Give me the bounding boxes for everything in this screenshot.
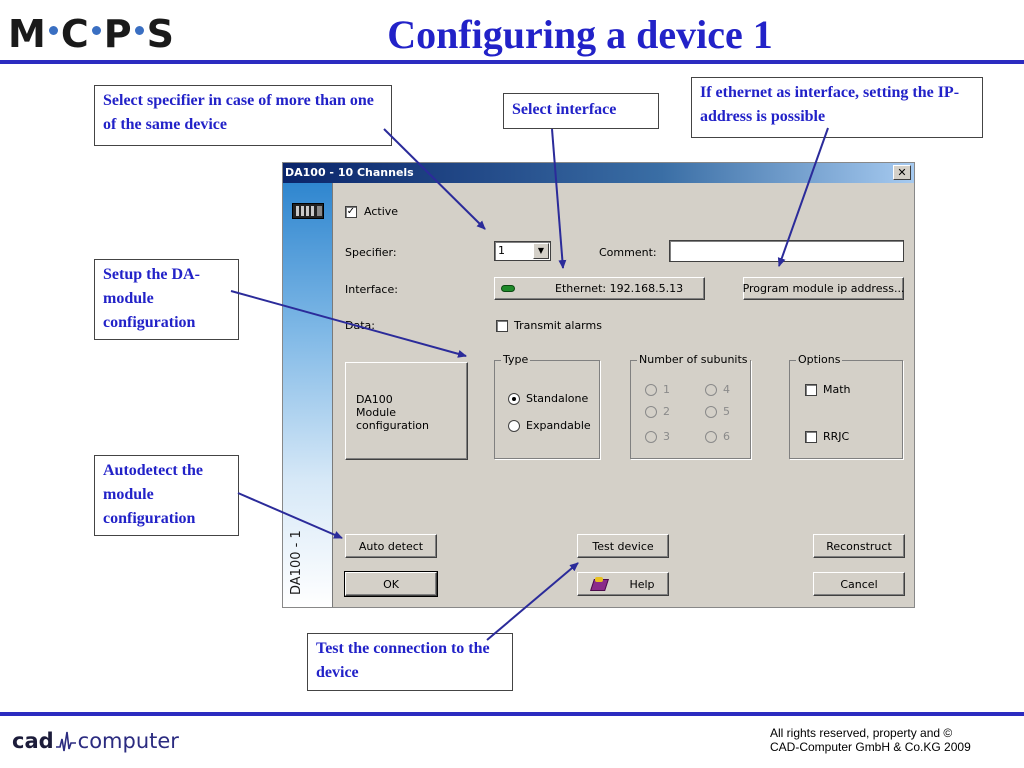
test-device-button[interactable]: Test device xyxy=(577,534,669,558)
callout-interface: Select interface xyxy=(503,93,659,129)
help-button[interactable]: Help xyxy=(577,572,669,596)
close-icon[interactable]: ✕ xyxy=(893,165,911,180)
dialog-title: DA100 - 10 Channels xyxy=(285,166,414,179)
expandable-radio[interactable] xyxy=(508,420,520,432)
mcps-logo: M C P S xyxy=(8,14,174,54)
subunits-group: Number of subunits xyxy=(630,353,751,459)
footer-rule xyxy=(0,712,1024,716)
logo-letter-m: M xyxy=(8,12,46,56)
subunits-radio-4[interactable] xyxy=(705,384,717,396)
specifier-value: 1 xyxy=(498,244,505,257)
active-checkbox[interactable]: ✓ xyxy=(345,206,357,218)
rrjc-checkbox[interactable] xyxy=(805,431,817,443)
ethernet-status-icon xyxy=(501,285,515,292)
type-group: Type xyxy=(494,353,600,459)
device-side-label: DA100 - 1 xyxy=(289,530,304,595)
callout-test: Test the connection to the device xyxy=(307,633,513,691)
subunits-label-6: 6 xyxy=(723,430,730,443)
slide-title: Configuring a device 1 xyxy=(387,12,773,57)
logo-dot xyxy=(48,25,58,35)
module-configuration-button[interactable]: DA100 Module configuration xyxy=(345,362,468,460)
cad-logo-text: computer xyxy=(77,729,179,753)
callout-ethernet: If ethernet as interface, setting the IP… xyxy=(691,77,983,138)
help-book-icon xyxy=(591,577,607,591)
subunits-radio-1[interactable] xyxy=(645,384,657,396)
module-config-line1: DA100 xyxy=(356,393,393,406)
interface-label: Interface: xyxy=(345,283,398,296)
dialog-sidebar: DA100 - 1 xyxy=(283,183,333,607)
auto-detect-button[interactable]: Auto detect xyxy=(345,534,437,558)
subunits-label-4: 4 xyxy=(723,383,730,396)
rrjc-label: RRJC xyxy=(823,430,850,443)
math-checkbox[interactable] xyxy=(805,384,817,396)
copyright-notice: All rights reserved, property and © CAD-… xyxy=(770,726,1020,754)
subunits-radio-3[interactable] xyxy=(645,431,657,443)
ok-button[interactable]: OK xyxy=(344,571,438,597)
copyright-line2: CAD-Computer GmbH & Co.KG 2009 xyxy=(770,740,971,754)
interface-button-label: Ethernet: 192.168.5.13 xyxy=(555,282,684,295)
subunits-label-5: 5 xyxy=(723,405,730,418)
logo-letter-c: C xyxy=(60,12,89,56)
specifier-label: Specifier: xyxy=(345,246,397,259)
transmit-alarms-label: Transmit alarms xyxy=(514,319,602,332)
data-label: Data: xyxy=(345,319,375,332)
chevron-down-icon[interactable]: ▼ xyxy=(533,243,549,259)
subunits-radio-2[interactable] xyxy=(645,406,657,418)
standalone-radio[interactable] xyxy=(508,393,520,405)
transmit-alarms-checkbox[interactable] xyxy=(496,320,508,332)
subunits-radio-5[interactable] xyxy=(705,406,717,418)
cancel-button[interactable]: Cancel xyxy=(813,572,905,596)
subunits-label-1: 1 xyxy=(663,383,670,396)
options-group: Options xyxy=(789,353,903,459)
interface-select-button[interactable]: Ethernet: 192.168.5.13 xyxy=(494,277,705,300)
subunits-group-label: Number of subunits xyxy=(637,353,750,367)
specifier-select[interactable]: 1 ▼ xyxy=(494,241,551,261)
standalone-label: Standalone xyxy=(526,392,589,405)
module-config-line2: Module configuration xyxy=(356,406,429,432)
cad-logo-bold: cad xyxy=(12,729,54,753)
subunits-label-2: 2 xyxy=(663,405,670,418)
expandable-label: Expandable xyxy=(526,419,591,432)
logo-letter-p: P xyxy=(103,12,132,56)
logo-letter-s: S xyxy=(146,12,174,56)
active-label: Active xyxy=(364,205,399,218)
comment-label: Comment: xyxy=(599,246,657,259)
options-group-label: Options xyxy=(796,353,843,367)
callout-setup: Setup the DA-module configuration xyxy=(94,259,239,340)
cad-wave-icon xyxy=(55,731,76,752)
type-group-label: Type xyxy=(501,353,531,367)
help-button-label: Help xyxy=(629,577,655,591)
logo-dot xyxy=(91,25,101,35)
header-rule xyxy=(0,60,1024,64)
program-ip-button[interactable]: Program module ip address... xyxy=(743,277,904,300)
cad-computer-logo: cad computer xyxy=(12,728,179,754)
device-dialog: DA100 - 10 Channels ✕ DA100 - 1 ✓ Active… xyxy=(282,162,915,608)
reconstruct-button[interactable]: Reconstruct xyxy=(813,534,905,558)
subunits-label-3: 3 xyxy=(663,430,670,443)
subunits-radio-6[interactable] xyxy=(705,431,717,443)
logo-dot xyxy=(134,25,144,35)
math-label: Math xyxy=(823,383,851,396)
dialog-titlebar[interactable]: DA100 - 10 Channels ✕ xyxy=(283,163,914,183)
callout-autodetect: Autodetect the module configuration xyxy=(94,455,239,536)
device-rack-icon xyxy=(292,203,324,219)
callout-specifier: Select specifier in case of more than on… xyxy=(94,85,392,146)
comment-input[interactable] xyxy=(669,240,904,262)
copyright-line1: All rights reserved, property and © xyxy=(770,726,953,740)
